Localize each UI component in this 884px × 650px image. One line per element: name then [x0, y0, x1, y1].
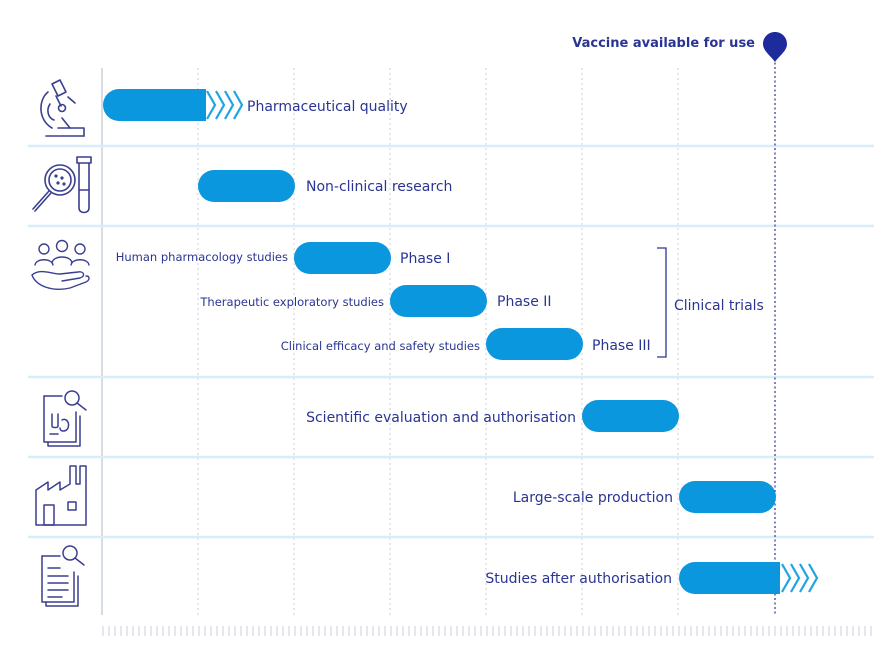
label-large-scale-production: Large-scale production — [513, 490, 673, 506]
label-human-pharmacology: Human pharmacology studies — [116, 250, 288, 264]
label-non-clinical-research: Non-clinical research — [306, 179, 452, 195]
label-studies-after-authorisation: Studies after authorisation — [485, 571, 672, 587]
label-phase-2: Phase II — [497, 294, 552, 310]
clinical-trials-bracket — [657, 247, 667, 358]
label-therapeutic-exploratory: Therapeutic exploratory studies — [199, 295, 384, 309]
bar-pharmaceutical-quality-tail — [140, 89, 206, 121]
bar-phase-2 — [390, 285, 487, 317]
milestone-pin-icon — [763, 32, 787, 62]
continuation-chevrons-icon — [781, 563, 819, 593]
magnifier-test-tube-icon — [32, 156, 92, 214]
document-search-icon — [43, 390, 87, 447]
milestone-label: Vaccine available for use — [572, 36, 755, 51]
label-phase-1: Phase I — [400, 251, 450, 267]
row-separators — [28, 144, 874, 539]
microscope-icon — [40, 79, 85, 137]
label-clinical-trials: Clinical trials — [674, 298, 764, 314]
continuation-chevrons-icon — [206, 90, 244, 120]
bar-non-clinical-research — [198, 170, 295, 202]
label-phase-3: Phase III — [592, 338, 651, 354]
label-pharmaceutical-quality: Pharmaceutical quality — [247, 99, 408, 115]
report-search-icon — [41, 545, 85, 607]
bar-phase-3 — [486, 328, 583, 360]
grid-lines — [197, 68, 679, 615]
bar-phase-1 — [294, 242, 391, 274]
bar-scientific-evaluation — [582, 400, 679, 432]
factory-icon — [35, 465, 87, 526]
label-clinical-efficacy: Clinical efficacy and safety studies — [281, 339, 480, 353]
bar-large-scale-production — [679, 481, 776, 513]
timeline-tick-ruler — [102, 626, 872, 636]
bar-studies-after-authorisation-tail — [720, 562, 780, 594]
label-scientific-evaluation: Scientific evaluation and authorisation — [306, 410, 576, 426]
people-hand-icon — [31, 239, 90, 290]
